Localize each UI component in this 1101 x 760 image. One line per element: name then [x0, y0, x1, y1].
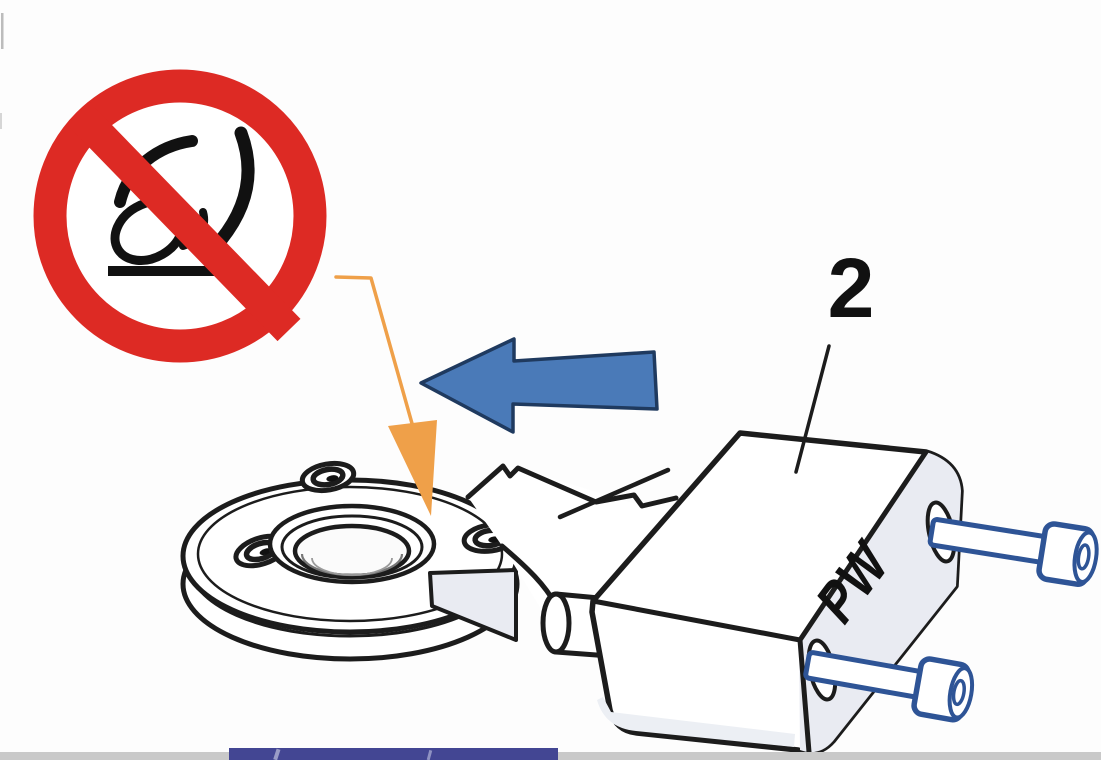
mount-clamp-face [428, 568, 518, 642]
callout-pointer-line [334, 275, 415, 429]
touch-surface-line [108, 266, 218, 276]
screw-socket [951, 678, 966, 707]
screw-socket [1076, 543, 1091, 571]
part-label-2: 2 [828, 241, 875, 335]
label-leader-line [794, 344, 831, 474]
part-label-2-group: 2 [794, 241, 875, 474]
footer-band-mark [426, 749, 433, 760]
blue-left-arrow-icon [419, 337, 659, 434]
block-front-sliver [597, 697, 795, 747]
cap-screw-upper [927, 517, 1099, 587]
block-crease-top-front [590, 598, 803, 643]
block-crease-front-right [797, 637, 812, 755]
page-edge-line [0, 113, 2, 129]
block-crease-top-right [797, 449, 929, 643]
flange-rim-step [196, 485, 504, 623]
footer-blue-band [229, 748, 558, 760]
footer-band-mark [273, 748, 281, 760]
footer-strips [0, 748, 1101, 760]
mount-center-bore [267, 503, 437, 585]
prohibition-slash [66, 101, 301, 342]
no-touch-prohibition-icon [33, 69, 327, 363]
orange-arrowhead-pointer-icon [388, 420, 437, 516]
flange-socket-screw [299, 460, 357, 494]
page-edge-line [1, 13, 4, 49]
cap-screw-lower [803, 650, 975, 723]
callout-pointer [334, 275, 437, 516]
